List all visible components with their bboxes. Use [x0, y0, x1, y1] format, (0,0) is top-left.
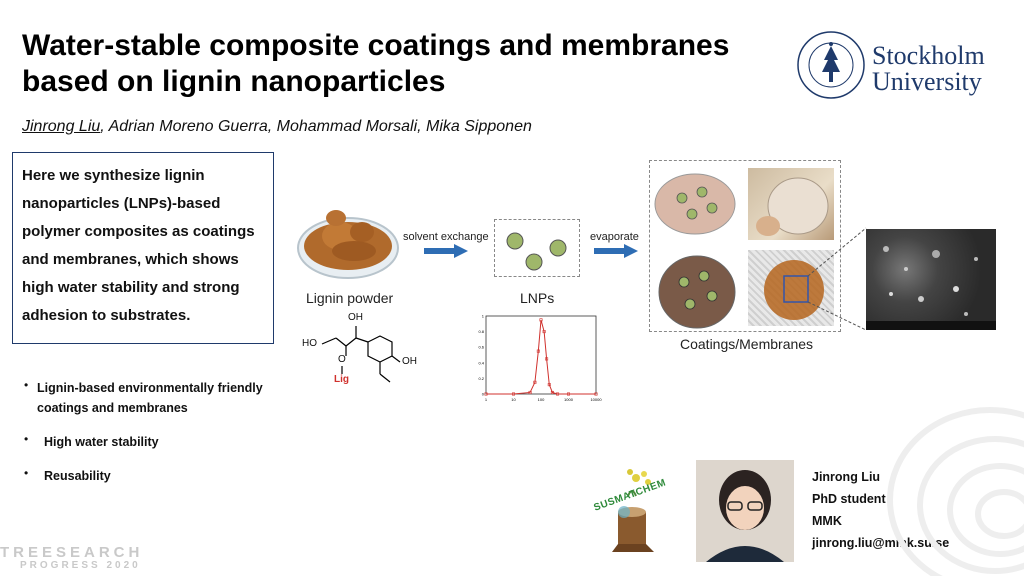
- sem-texture: [866, 246, 996, 330]
- coatings-box: [649, 160, 841, 332]
- structure-lig: Lig: [334, 374, 349, 385]
- list-item: • Lignin-based environmentally friendly …: [24, 378, 263, 415]
- y-tick-label: 0: [482, 392, 485, 397]
- list-item: • High water stability: [24, 432, 159, 449]
- data-point: [542, 330, 546, 334]
- data-point: [539, 318, 543, 322]
- series-line: [486, 319, 596, 395]
- y-tick-label: 0.6: [478, 345, 484, 350]
- title-line-1: Water-stable composite coatings and memb…: [22, 29, 730, 62]
- footer-subtitle: PROGRESS 2020: [20, 560, 141, 571]
- chart-frame: [485, 315, 597, 395]
- page-title: Water-stable composite coatings and memb…: [22, 28, 782, 100]
- structure-ho-left: HO: [302, 338, 317, 349]
- tree-stump-icon: [612, 469, 654, 552]
- data-point: [556, 392, 560, 396]
- coating-disc-2: [658, 255, 736, 329]
- bullet-list: • Lignin-based environmentally friendly …: [24, 378, 284, 486]
- logo-line-2: University: [872, 67, 982, 96]
- footer-title: TREESEARCH: [0, 544, 144, 561]
- lignin-powder-image: [297, 210, 399, 279]
- susmatchem-logo: SUSMATCHEM: [588, 466, 672, 558]
- contact-email: jinrong.liu@mmk.su.se: [812, 536, 950, 550]
- structure-bonds: [321, 326, 401, 383]
- first-author: Jinrong Liu: [22, 118, 101, 135]
- title-line-2: based on lignin nanoparticles: [22, 65, 446, 98]
- data-point: [550, 390, 554, 394]
- data-point: [528, 390, 532, 394]
- avatar: [696, 460, 794, 562]
- membrane-photo: [748, 168, 834, 240]
- tree-ring-watermark: [887, 407, 1024, 576]
- solvent-exchange-label: solvent exchange: [403, 231, 489, 243]
- y-tick-label: 1: [482, 314, 485, 319]
- sem-image: [866, 229, 996, 330]
- contact-name: Jinrong Liu: [812, 470, 881, 484]
- structure-oh-top: OH: [348, 312, 363, 323]
- structure-oh-right: OH: [402, 356, 417, 367]
- data-point: [567, 392, 571, 396]
- lignin-powder-label: Lignin powder: [306, 290, 394, 306]
- y-tick-label: 0.4: [478, 360, 484, 365]
- arrow-right-icon: [424, 244, 468, 258]
- lnps-label: LNPs: [520, 290, 555, 306]
- x-tick-label: 100: [538, 397, 545, 402]
- university-seal-icon: [797, 31, 865, 99]
- data-point: [545, 357, 549, 361]
- person-photo: [696, 460, 794, 562]
- x-tick-label: 1000: [564, 397, 574, 402]
- logo-line-1: Stockholm: [872, 41, 985, 70]
- y-tick-label: 0.2: [478, 376, 484, 381]
- coating-disc-1: [654, 173, 736, 235]
- membrane-disc: [756, 177, 829, 236]
- structure-o: O: [338, 354, 346, 365]
- data-point: [484, 392, 488, 396]
- arrow-right-icon: [594, 244, 638, 258]
- contact-info: Jinrong Liu PhD student MMK jinrong.liu@…: [812, 466, 949, 554]
- x-tick-label: 1: [485, 397, 488, 402]
- data-point: [536, 349, 540, 353]
- other-authors: , Adrian Moreno Guerra, Mohammad Morsali…: [100, 118, 532, 135]
- contact-role: PhD student: [812, 492, 886, 506]
- coatings-label: Coatings/Membranes: [680, 336, 814, 352]
- evaporate-label: evaporate: [590, 231, 639, 243]
- lignin-structure: OH HO O Lig OH: [300, 312, 430, 392]
- university-logo: Stockholm University: [796, 30, 1006, 110]
- x-tick-label: 10000: [590, 397, 602, 402]
- author-list: Jinrong Liu, Adrian Moreno Guerra, Moham…: [22, 118, 532, 136]
- summary-text: Here we synthesize lignin nanoparticles …: [22, 167, 255, 324]
- summary-box: [12, 152, 274, 344]
- data-point: [594, 392, 598, 396]
- data-point: [533, 380, 537, 384]
- lnps-box: [494, 219, 580, 277]
- y-tick-label: 0.8: [478, 329, 484, 334]
- zoom-lines: [807, 227, 867, 331]
- data-point: [547, 383, 551, 387]
- nanoparticles-icon: [506, 232, 567, 271]
- x-tick-label: 10: [511, 397, 516, 402]
- particle-size-chart: 0 0.2 0.4 0.6 0.8 1 1 10 100 1000 10000: [478, 314, 602, 403]
- contact-dept: MMK: [812, 514, 842, 528]
- data-point: [511, 392, 515, 396]
- list-item: • Reusability: [24, 466, 111, 483]
